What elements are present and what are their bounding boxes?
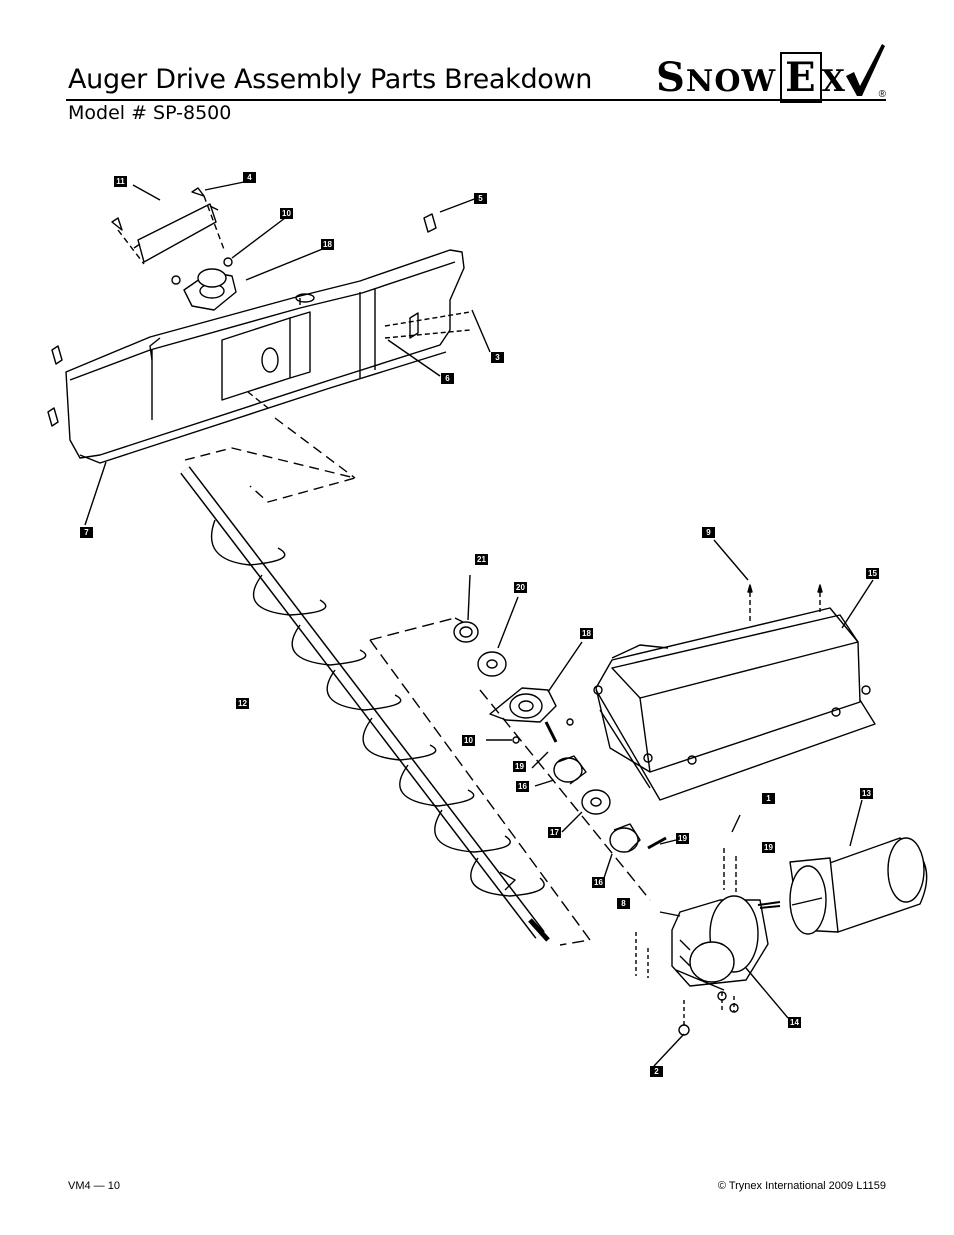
- callout-9: 9: [702, 527, 715, 538]
- checkmark-icon: [846, 44, 885, 96]
- callout-18: 18: [321, 239, 334, 250]
- model-number: Model # SP-8500: [68, 102, 232, 124]
- callout-1: 1: [762, 793, 775, 804]
- motor: [789, 799, 928, 935]
- callout-16: 16: [516, 781, 529, 792]
- callout-6: 6: [441, 373, 454, 384]
- callout-19c: 19: [762, 842, 775, 853]
- callout-21: 21: [475, 554, 488, 565]
- callout-16b: 16: [592, 877, 605, 888]
- callout-17: 17: [548, 827, 561, 838]
- callout-7: 7: [80, 527, 93, 538]
- callout-20: 20: [514, 582, 527, 593]
- callout-8: 8: [617, 898, 630, 909]
- gear-box: [635, 814, 789, 1067]
- callout-10b: 10: [462, 735, 475, 746]
- callout-14: 14: [788, 1017, 801, 1028]
- callout-4: 4: [243, 172, 256, 183]
- auger-shaft: [180, 466, 550, 942]
- callout-19: 19: [513, 761, 526, 772]
- callout-3: 3: [491, 352, 504, 363]
- footer-page-number: VM4 — 10: [68, 1180, 120, 1192]
- callout-2: 2: [650, 1066, 663, 1077]
- title-rule: [66, 99, 886, 101]
- callout-15: 15: [866, 568, 879, 579]
- callout-10: 10: [280, 208, 293, 219]
- gearbox-cover: [593, 539, 876, 801]
- callout-5: 5: [474, 193, 487, 204]
- callout-18b: 18: [580, 628, 593, 639]
- callout-19b: 19: [676, 833, 689, 844]
- auger-frame: [65, 249, 465, 464]
- footer-copyright: © Trynex International 2009 L1159: [717, 1180, 886, 1192]
- callout-11: 11: [114, 176, 127, 187]
- page-title: Auger Drive Assembly Parts Breakdown: [68, 64, 593, 95]
- callout-12: 12: [236, 698, 249, 709]
- callout-13: 13: [860, 788, 873, 799]
